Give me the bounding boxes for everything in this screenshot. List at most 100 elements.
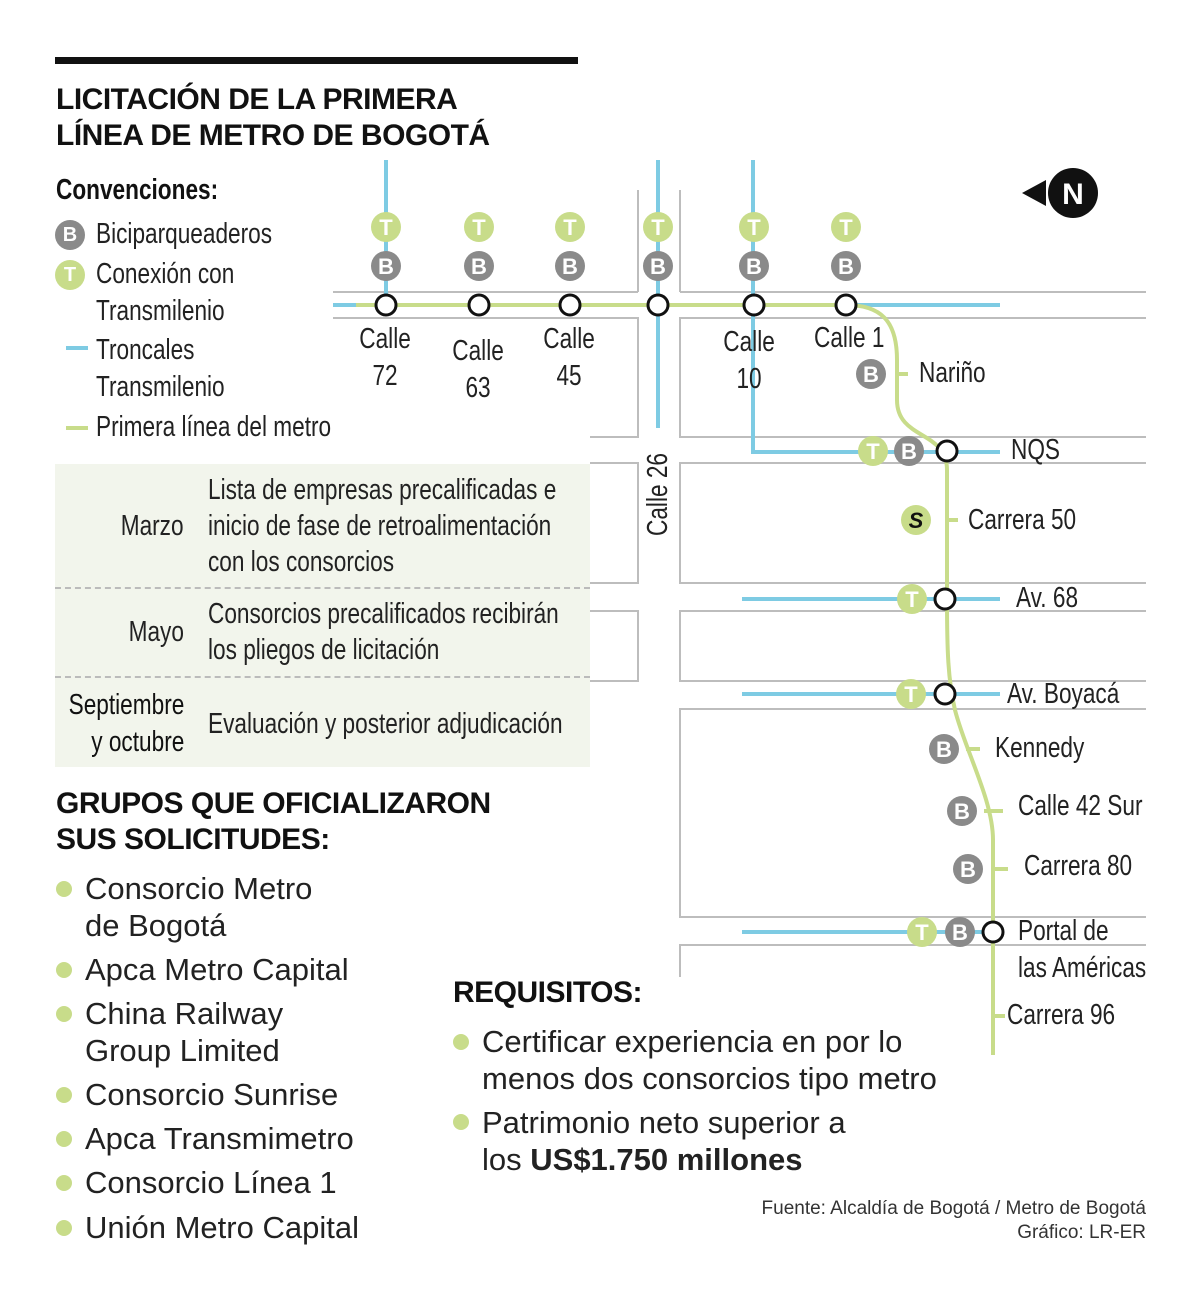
- group-item: Consorcio Metro de Bogotá: [85, 871, 313, 943]
- station-label: Kennedy: [995, 732, 1085, 764]
- title-line-1: LICITACIÓN DE LA PRIMERA: [56, 83, 458, 116]
- group-item: China Railway Group Limited: [85, 996, 284, 1068]
- icon-letter: T: [563, 215, 577, 240]
- top-rule: [55, 57, 578, 64]
- group-item: Apca Transmimetro: [85, 1121, 354, 1156]
- bike-parking-icon: [831, 251, 861, 281]
- legend-label: Biciparqueaderos: [96, 218, 273, 250]
- station-label: Carrera 50: [968, 504, 1077, 536]
- icon-letter: B: [952, 920, 968, 945]
- bike-parking-icon: [894, 436, 924, 466]
- source-credits: Fuente: Alcaldía de Bogotá / Metro de Bo…: [762, 1197, 1146, 1245]
- transmilenio-connection-icon: [907, 917, 937, 947]
- metro-station-marker: [834, 293, 858, 317]
- bullet-icon: [453, 1034, 469, 1050]
- street-grid: [333, 190, 1146, 977]
- transmilenio-connection-icon: [464, 212, 494, 242]
- requirement-item: Certificar experiencia en por lo menos d…: [482, 1024, 937, 1096]
- bike-parking-icon: [464, 251, 494, 281]
- legend-label: Primera línea del metro: [96, 411, 332, 443]
- icon-letter: B: [901, 439, 917, 464]
- bullet-icon: [56, 1087, 72, 1103]
- transmilenio-connection-icon: [897, 584, 927, 614]
- bullet-icon: [56, 1131, 72, 1147]
- group-item: Consorcio Línea 1: [85, 1165, 337, 1200]
- station-label: Carrera 80: [1024, 850, 1133, 882]
- station-label: Av. 68: [1016, 582, 1079, 614]
- street-label-calle-26: Calle 26: [642, 453, 674, 536]
- bullet-icon: [56, 1220, 72, 1236]
- transmilenio-connection-icon: [643, 212, 673, 242]
- station-label: Carrera 96: [1007, 999, 1116, 1031]
- station-label: Portal de las Américas: [1018, 915, 1147, 984]
- metro-line: [356, 303, 1008, 1055]
- icon-letter: B: [746, 254, 762, 279]
- icon-letter: B: [838, 254, 854, 279]
- group-item: Apca Metro Capital: [85, 952, 349, 987]
- timeline-month: Mayo: [128, 616, 184, 648]
- bullet-icon: [453, 1114, 469, 1130]
- divider: [55, 676, 590, 678]
- graphic-credit: Gráfico: LR-ER: [1017, 1222, 1146, 1243]
- timeline-text: Consorcios precalificados recibirán los …: [208, 598, 559, 666]
- groups-heading-line: SUS SOLICITUDES:: [56, 823, 330, 856]
- icon-letter: T: [839, 215, 853, 240]
- timeline-month: Septiembre y octubre: [68, 689, 184, 758]
- icon-letter: T: [905, 587, 919, 612]
- station-label: Calle 42 Sur: [1018, 790, 1143, 822]
- transmilenio-connection-icon: T: [55, 260, 85, 290]
- icon-letter: T: [866, 439, 880, 464]
- icon-letter: B: [471, 254, 487, 279]
- icon-letter: B: [863, 362, 879, 387]
- bike-parking-icon: [739, 251, 769, 281]
- station-label: Calle 72: [359, 323, 411, 392]
- transmilenio-connection-icon: [831, 212, 861, 242]
- timeline-text: Lista de empresas precalificadas e inici…: [208, 474, 557, 578]
- icon-letter: T: [379, 215, 393, 240]
- icon-letter: T: [472, 215, 486, 240]
- north-label: N: [1062, 178, 1084, 211]
- bullet-icon: [56, 962, 72, 978]
- page-title: LICITACIÓN DE LA PRIMERA LÍNEA DE METRO …: [56, 82, 490, 154]
- metro-station-marker: [558, 293, 582, 317]
- timeline-panel: [55, 464, 590, 767]
- icon-letter: B: [650, 254, 666, 279]
- metro-station-marker: [933, 587, 957, 611]
- icon-letter: S: [909, 508, 924, 533]
- bike-parking-icon: [555, 251, 585, 281]
- bike-parking-icon: [947, 796, 977, 826]
- requirement-amount: US$1.750 millones: [530, 1142, 803, 1177]
- title-line-2: LÍNEA DE METRO DE BOGOTÁ: [56, 119, 490, 152]
- special-icon: [901, 505, 931, 535]
- icon-letter: T: [651, 215, 665, 240]
- requirement-text: Patrimonio neto superior a los: [482, 1105, 846, 1177]
- bike-parking-icon: [953, 854, 983, 884]
- station-label: Av. Boyacá: [1007, 678, 1120, 710]
- icon-letter: T: [904, 682, 918, 707]
- group-item: Unión Metro Capital: [85, 1210, 359, 1245]
- metro-station-marker: [374, 293, 398, 317]
- timeline-month: Marzo: [121, 510, 184, 542]
- metro-station-marker: [467, 293, 491, 317]
- bike-parking-icon: [856, 359, 886, 389]
- metro-station-marker: [933, 682, 957, 706]
- metro-station-marker: [935, 439, 959, 463]
- transmilenio-connection-icon: [858, 436, 888, 466]
- icon-letter: B: [936, 737, 952, 762]
- transmilenio-connection-icon: [739, 212, 769, 242]
- groups-heading-line: GRUPOS QUE OFICIALIZARON: [56, 787, 491, 820]
- transmilenio-connection-icon: [896, 679, 926, 709]
- transmilenio-connection-icon: [371, 212, 401, 242]
- station-label: NQS: [1011, 434, 1061, 466]
- transmilenio-connection-icon: [555, 212, 585, 242]
- station-label: Nariño: [919, 357, 986, 389]
- green-line-icon: [66, 426, 88, 430]
- requirements-heading: REQUISITOS:: [453, 976, 642, 1009]
- groups-heading: GRUPOS QUE OFICIALIZARON SUS SOLICITUDES…: [56, 786, 491, 858]
- source-line: Fuente: Alcaldía de Bogotá / Metro de Bo…: [761, 1198, 1146, 1219]
- icon-letter: T: [747, 215, 761, 240]
- bike-parking-icon: [929, 734, 959, 764]
- divider: [55, 587, 590, 589]
